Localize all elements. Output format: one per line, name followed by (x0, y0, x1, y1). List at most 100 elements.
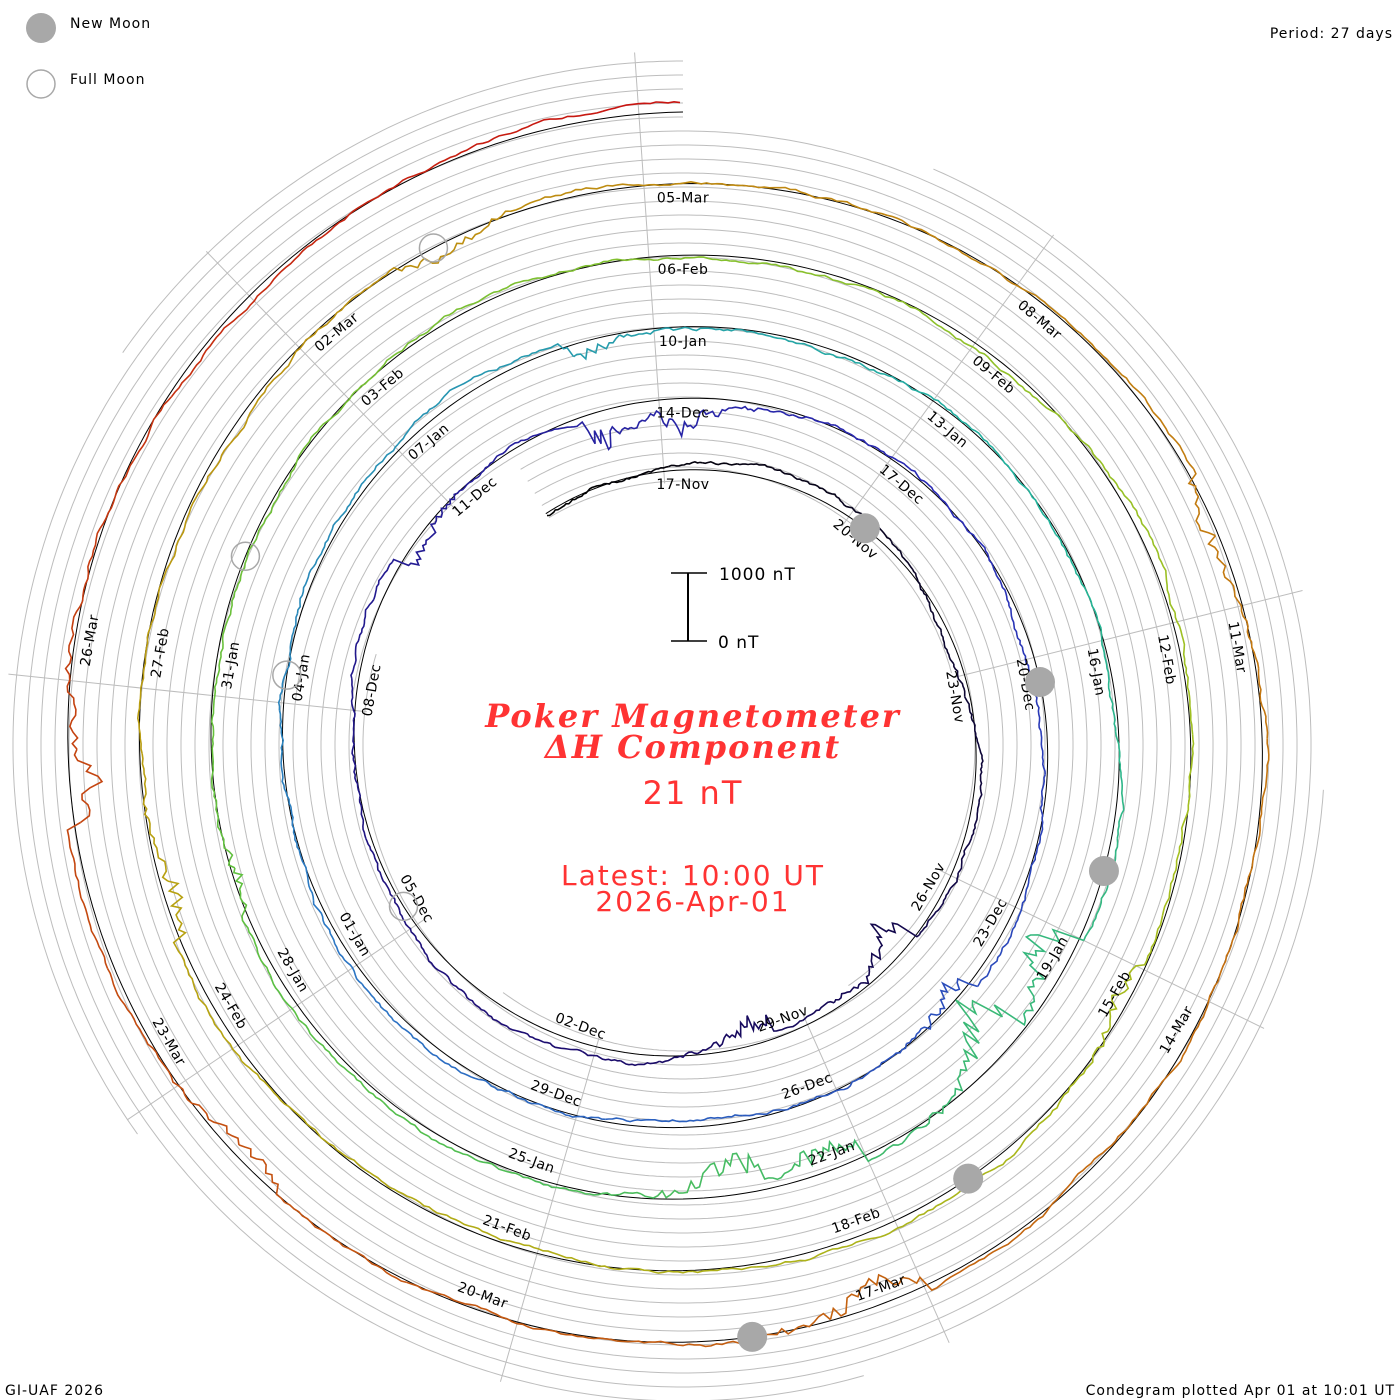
grid-circle (527, 438, 683, 482)
trace-segment (171, 498, 197, 561)
trace-segment (210, 700, 215, 758)
new-moon-marker (737, 1321, 768, 1352)
trace-segment (479, 198, 541, 234)
trace-segment (750, 407, 793, 417)
trace-segment (675, 180, 744, 187)
trace-segment (361, 983, 395, 1022)
trace-segment (313, 391, 356, 435)
trace-segment (573, 334, 621, 361)
date-label: 14-Dec (657, 405, 710, 421)
grid-circle (520, 424, 683, 470)
trace-segment (746, 1151, 801, 1181)
trace-segment (505, 1239, 567, 1259)
grid-circle (40, 102, 1324, 1388)
trace-segment (420, 943, 447, 976)
trace-segment (908, 467, 941, 499)
trace-segment (668, 461, 703, 468)
trace-segment (546, 498, 576, 517)
full-moon-label: Full Moon (70, 72, 145, 88)
new-moon-marker (1088, 856, 1119, 887)
trace-segment (845, 283, 904, 303)
grid-circle (152, 214, 1214, 1276)
trace-segment (213, 643, 224, 701)
trace-segment (1001, 906, 1023, 949)
trace-segment (1039, 774, 1046, 819)
trace-segment (833, 982, 865, 1004)
trace-segment (473, 356, 522, 378)
trace-segment (730, 260, 790, 268)
trace-segment (836, 496, 866, 519)
trace-segment (1108, 968, 1133, 1028)
grid-circle (534, 452, 683, 494)
scale-bar-bottom-label: 0 nT (718, 633, 759, 653)
trace-segment (696, 1114, 743, 1122)
grid-circle (54, 116, 1312, 1374)
trace-segment (312, 900, 336, 945)
grid-circle (548, 480, 683, 518)
trace-segment (175, 946, 207, 1007)
grid-circle (292, 354, 1074, 1136)
date-label: 27-Feb (148, 627, 173, 680)
grid-radial-line (205, 251, 458, 511)
trace-segment (946, 1048, 978, 1106)
trace-segment (351, 719, 355, 760)
grid-circle (26, 88, 864, 1400)
trace-segment (1035, 1079, 1078, 1129)
trace-segment (1055, 311, 1108, 361)
trace-segment (974, 730, 984, 767)
trace-segment (999, 272, 1057, 314)
trace-segment (593, 425, 632, 451)
trace-segment (1079, 579, 1102, 629)
trace-segment (256, 484, 286, 536)
trace-segment (890, 540, 914, 570)
grid-circle (250, 312, 1116, 1178)
date-label: 17-Dec (876, 462, 927, 508)
trace-segment (697, 1033, 733, 1055)
grid-circle (236, 298, 1130, 1192)
date-label: 13-Jan (924, 408, 971, 451)
trace-segment (498, 273, 556, 293)
trace-segment (544, 1328, 617, 1342)
trace-segment (585, 1191, 642, 1196)
new-moon-marker (953, 1163, 984, 1194)
trace-segment (970, 802, 980, 839)
trace-segment (531, 1178, 586, 1195)
trace-segment (80, 897, 109, 969)
trace-segment (310, 292, 362, 338)
trace-segment (539, 184, 608, 201)
trace-segment (938, 239, 1001, 274)
moon-markers (230, 233, 1119, 1352)
trace-segment (1187, 468, 1216, 537)
trace-segment (940, 632, 955, 665)
trace-segment (1116, 784, 1125, 839)
trace-segment (325, 189, 389, 235)
trace-segment (1152, 411, 1195, 470)
full-moon-marker (418, 233, 449, 263)
trace-segment (269, 975, 304, 1024)
date-label: 17-Nov (656, 477, 709, 493)
trace-segment (906, 1013, 941, 1045)
trace-segment (1207, 535, 1239, 602)
trace-segment (771, 467, 806, 482)
trace-segment (702, 460, 738, 466)
date-label: 23-Nov (942, 670, 967, 725)
trace-segment (865, 366, 913, 391)
trace-segment (1127, 498, 1159, 554)
trace-segment (630, 409, 671, 430)
trace-segment (612, 257, 672, 262)
trace-segment (141, 753, 150, 820)
trace-segment (150, 559, 173, 624)
trace-segment (216, 813, 236, 869)
trace-segment (240, 1060, 290, 1108)
latest-date: 2026-Apr-01 (595, 885, 790, 918)
grid-circle (348, 410, 1018, 1080)
trace-segment (1106, 358, 1154, 413)
trace-segment (955, 999, 1004, 1060)
date-label: 01-Jan (336, 910, 374, 960)
grid-circle (124, 186, 1242, 1304)
footer-plotted-time: Condegram plotted Apr 01 at 10:01 UT (1086, 1383, 1395, 1399)
trace-segment (737, 463, 773, 469)
trace-segment (1074, 1128, 1128, 1179)
trace-segment (640, 1179, 697, 1199)
